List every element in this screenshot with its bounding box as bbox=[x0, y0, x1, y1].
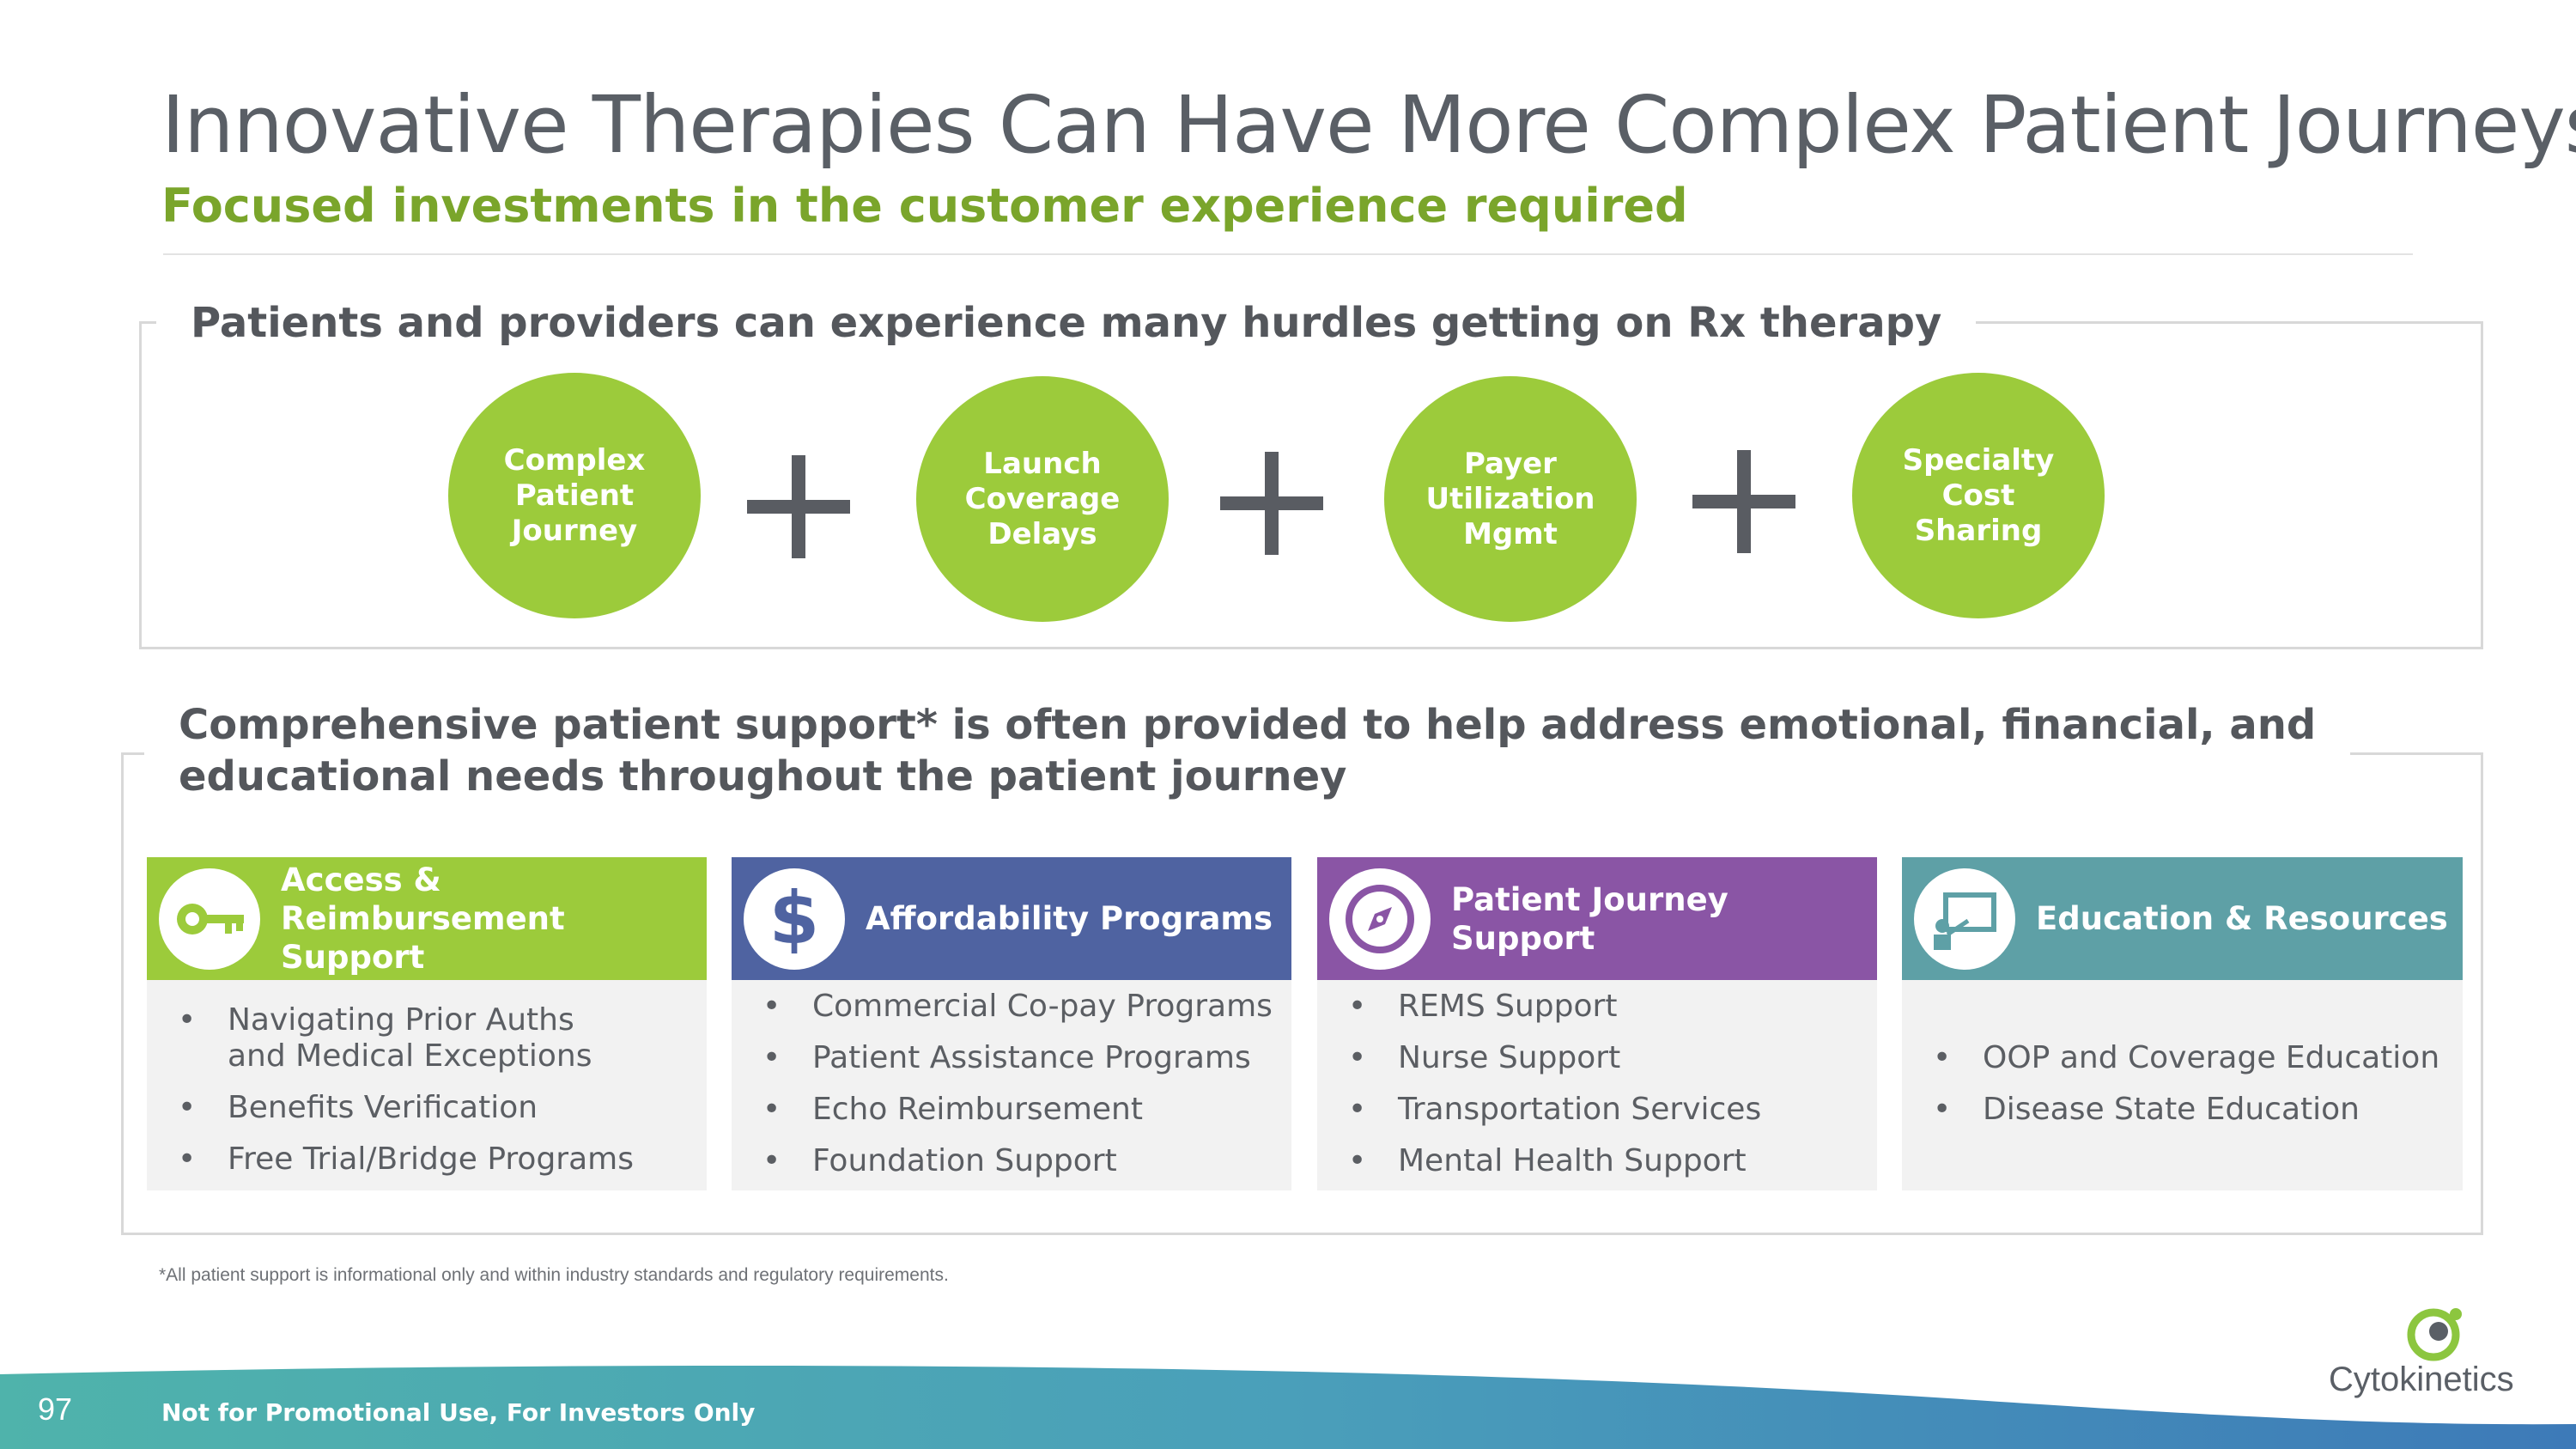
list-item: Benefits Verification bbox=[147, 1090, 707, 1126]
hurdles-heading: Patients and providers can experience ma… bbox=[156, 295, 1977, 350]
cytokinetics-logo-mark bbox=[2404, 1306, 2464, 1367]
support-card-patient-journey: Patient Journey Support REMS Support Nur… bbox=[1317, 857, 1877, 1190]
plus-icon bbox=[1220, 452, 1323, 555]
dollar-icon: $ bbox=[744, 868, 845, 970]
card-title: Access & Reimbursement Support bbox=[281, 861, 565, 976]
card-header: Patient Journey Support bbox=[1317, 857, 1877, 980]
list-item: OOP and Coverage Education bbox=[1902, 1040, 2463, 1076]
hurdle-circle-specialty-cost-sharing: Specialty Cost Sharing bbox=[1852, 373, 2105, 618]
hurdle-circle-payer-utilization-mgmt: Payer Utilization Mgmt bbox=[1384, 376, 1637, 622]
hurdle-circle-launch-coverage-delays: Launch Coverage Delays bbox=[916, 376, 1169, 622]
company-logo: Cytokinetics bbox=[2329, 1361, 2514, 1398]
list-item: Transportation Services bbox=[1317, 1092, 1877, 1128]
card-body: OOP and Coverage Education Disease State… bbox=[1902, 980, 2463, 1190]
support-card-affordability: $ Affordability Programs Commercial Co-p… bbox=[732, 857, 1291, 1190]
hurdle-label: Complex Patient Journey bbox=[503, 442, 646, 548]
compass-icon bbox=[1329, 868, 1431, 970]
list-item: Echo Reimbursement bbox=[732, 1092, 1291, 1128]
list-item: Foundation Support bbox=[732, 1143, 1291, 1179]
plus-icon bbox=[747, 455, 850, 558]
page-number: 97 bbox=[38, 1391, 73, 1427]
support-card-education: Education & Resources OOP and Coverage E… bbox=[1902, 857, 2463, 1190]
hurdle-circle-complex-patient-journey: Complex Patient Journey bbox=[448, 373, 701, 618]
card-body: Commercial Co-pay Programs Patient Assis… bbox=[732, 980, 1291, 1190]
support-heading-line2: educational needs throughout the patient… bbox=[179, 752, 1347, 801]
hurdle-label: Payer Utilization Mgmt bbox=[1425, 446, 1595, 551]
plus-icon bbox=[1692, 450, 1795, 553]
footer-wave bbox=[0, 1366, 2576, 1449]
list-item: Nurse Support bbox=[1317, 1040, 1877, 1076]
card-title: Education & Resources bbox=[2036, 900, 2448, 937]
list-item: Patient Assistance Programs bbox=[732, 1040, 1291, 1076]
list-item: Mental Health Support bbox=[1317, 1143, 1877, 1179]
list-item: REMS Support bbox=[1317, 989, 1877, 1025]
card-body: Navigating Prior Auths and Medical Excep… bbox=[147, 980, 707, 1190]
hurdle-label: Launch Coverage Delays bbox=[964, 446, 1121, 551]
card-title: Patient Journey Support bbox=[1451, 880, 1728, 957]
footnote: *All patient support is informational on… bbox=[159, 1265, 949, 1285]
card-title: Affordability Programs bbox=[866, 900, 1273, 937]
key-icon bbox=[159, 868, 260, 970]
card-header: $ Affordability Programs bbox=[732, 857, 1291, 980]
footer-disclaimer: Not for Promotional Use, For Investors O… bbox=[161, 1398, 756, 1427]
card-header: Education & Resources bbox=[1902, 857, 2463, 980]
support-card-access: Access & Reimbursement Support Navigatin… bbox=[147, 857, 707, 1190]
svg-text:$: $ bbox=[769, 878, 819, 960]
hurdle-label: Specialty Cost Sharing bbox=[1902, 442, 2055, 548]
card-body: REMS Support Nurse Support Transportatio… bbox=[1317, 980, 1877, 1190]
list-item: Free Trial/Bridge Programs bbox=[147, 1142, 707, 1178]
page-title: Innovative Therapies Can Have More Compl… bbox=[161, 79, 2576, 171]
list-item: Disease State Education bbox=[1902, 1092, 2463, 1128]
header-divider bbox=[163, 253, 2413, 255]
card-header: Access & Reimbursement Support bbox=[147, 857, 707, 980]
support-heading-line1: Comprehensive patient support* is often … bbox=[179, 701, 2317, 749]
list-item: Commercial Co-pay Programs bbox=[732, 989, 1291, 1025]
presentation-icon bbox=[1914, 868, 2015, 970]
page-subtitle: Focused investments in the customer expe… bbox=[161, 179, 1688, 233]
list-item: Navigating Prior Auths and Medical Excep… bbox=[147, 1002, 623, 1075]
support-heading: Comprehensive patient support* is often … bbox=[144, 699, 2351, 802]
